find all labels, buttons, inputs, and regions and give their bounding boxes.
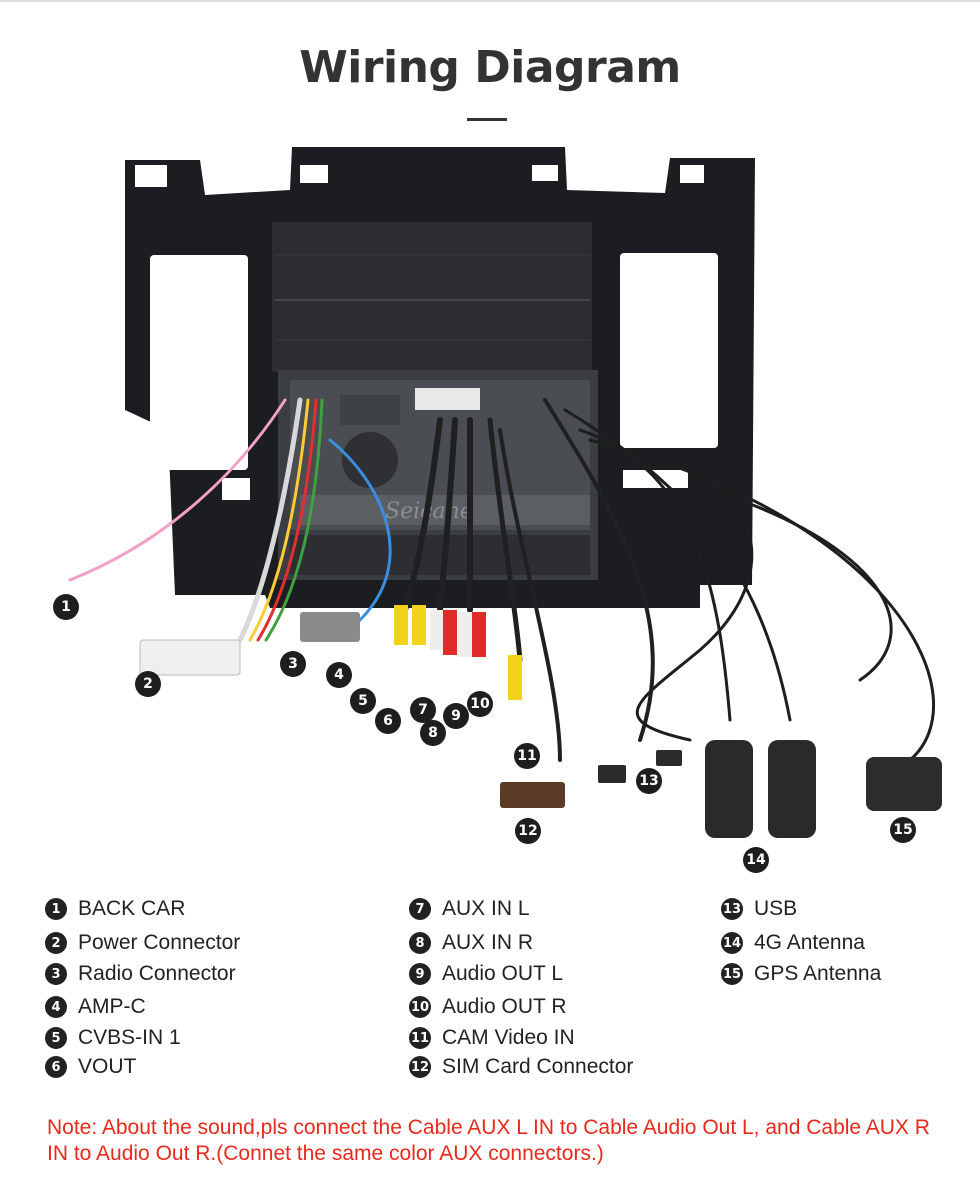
legend-number: 8 [409,932,431,954]
callout-2: 2 [135,671,161,697]
head-unit-photo: Seicane [68,147,942,838]
callout-1: 1 [53,594,79,620]
legend-item-aux-in-r: 8 AUX IN R [409,931,533,955]
legend-label: USB [754,897,798,920]
legend-number: 11 [409,1027,431,1049]
legend-item-sim-card-connector: 12 SIM Card Connector [409,1055,633,1079]
legend-label: CAM Video IN [442,1026,575,1049]
legend-number: 15 [721,963,743,985]
callout-5: 5 [350,688,376,714]
callout-6: 6 [375,708,401,734]
legend-number: 12 [409,1056,431,1078]
legend-number: 14 [721,932,743,954]
legend-number: 7 [409,898,431,920]
legend-item-aux-in-l: 7 AUX IN L [409,897,530,921]
callout-13: 13 [636,768,662,794]
legend-item-cvbs-in: 5 CVBS-IN 1 [45,1026,181,1050]
legend-number: 6 [45,1056,67,1078]
legend-label: VOUT [78,1055,137,1078]
callout-9: 9 [443,703,469,729]
legend-label: 4G Antenna [754,931,865,954]
legend-label: AUX IN R [442,931,534,954]
legend-item-audio-out-l: 9 Audio OUT L [409,962,563,986]
callout-12: 12 [515,818,541,844]
callout-8: 8 [420,720,446,746]
legend-label: Audio OUT R [442,995,567,1018]
legend-number: 9 [409,963,431,985]
legend-number: 2 [45,932,67,954]
callout-7: 7 [410,697,436,723]
legend-number: 1 [45,898,67,920]
legend-item-gps-antenna: 15 GPS Antenna [721,962,881,986]
legend-label: BACK CAR [78,897,186,920]
legend-label: Power Connector [78,931,241,954]
legend-number: 3 [45,963,67,985]
legend-number: 5 [45,1027,67,1049]
legend-item-power-connector: 2 Power Connector [45,931,240,955]
callout-10: 10 [467,691,493,717]
legend-label: Radio Connector [78,962,236,985]
legend-label: AUX IN L [442,897,530,920]
title-underline [467,118,507,121]
callout-15: 15 [890,817,916,843]
legend-label: CVBS-IN 1 [78,1026,181,1049]
legend-item-audio-out-r: 10 Audio OUT R [409,995,567,1019]
legend-label: GPS Antenna [754,962,882,985]
legend-item-vout: 6 VOUT [45,1055,136,1079]
sound-connection-note: Note: About the sound,pls connect the Ca… [47,1116,930,1165]
legend-number: 10 [409,996,431,1018]
legend-item-back-car: 1 BACK CAR [45,897,185,921]
legend-number: 13 [721,898,743,920]
legend-label: AMP-C [78,995,146,1018]
page-title: Wiring Diagram [299,42,681,93]
callout-4: 4 [326,662,352,688]
legend-number: 4 [45,996,67,1018]
legend-item-cam-video-in: 11 CAM Video IN [409,1026,575,1050]
legend-item-radio-connector: 3 Radio Connector [45,962,236,986]
callout-3: 3 [280,651,306,677]
top-divider [0,0,980,2]
legend-item-amp-c: 4 AMP-C [45,995,146,1019]
legend-item-usb: 13 USB [721,897,797,921]
callout-11: 11 [514,743,540,769]
legend-label: Audio OUT L [442,962,564,985]
callout-14: 14 [743,847,769,873]
legend-item-4g-antenna: 14 4G Antenna [721,931,865,955]
legend-label: SIM Card Connector [442,1055,634,1078]
